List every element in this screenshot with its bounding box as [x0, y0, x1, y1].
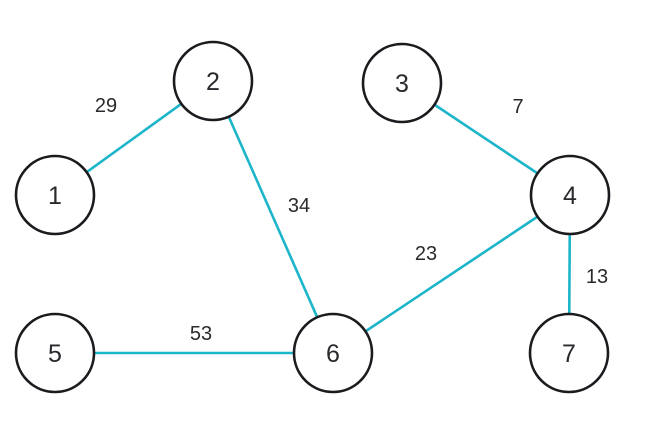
edge-1-2 [85, 102, 183, 174]
edge-3-4 [433, 103, 539, 175]
node-circle-6[interactable] [292, 312, 374, 394]
node-label-1: 1 [48, 182, 62, 210]
edge-1-2-weight-label: 29 [95, 95, 117, 117]
node-circle-2[interactable] [172, 40, 254, 122]
node-label-7: 7 [562, 340, 576, 368]
edge-2-6-weight-label: 34 [288, 195, 310, 217]
node-circle-7[interactable] [528, 312, 610, 394]
graph-node-6[interactable]: 6 [292, 312, 374, 394]
node-label-2: 2 [206, 68, 220, 96]
node-circle-3[interactable] [361, 42, 443, 124]
graph-node-2[interactable]: 2 [172, 40, 254, 122]
edge-4-6-weight-label: 23 [415, 243, 437, 265]
graph-node-5[interactable]: 5 [14, 312, 96, 394]
graph-node-7[interactable]: 7 [528, 312, 610, 394]
edge-2-6 [227, 116, 319, 318]
edge-5-6-weight-label: 53 [190, 323, 212, 345]
node-label-5: 5 [48, 340, 62, 368]
edge-4-7-weight-label: 13 [586, 266, 608, 288]
edge-weights-group: 29 34 7 23 13 53 [95, 95, 608, 345]
edge-3-4-weight-label: 7 [512, 96, 523, 118]
graph-node-4[interactable]: 4 [529, 154, 611, 236]
edges-group [85, 102, 572, 355]
node-circle-5[interactable] [14, 312, 96, 394]
graph-node-1[interactable]: 1 [14, 154, 96, 236]
edge-4-7 [567, 233, 572, 315]
node-circle-4[interactable] [529, 154, 611, 236]
node-label-3: 3 [395, 70, 409, 98]
graph-node-3[interactable]: 3 [361, 42, 443, 124]
node-label-4: 4 [563, 182, 577, 210]
node-circle-1[interactable] [14, 154, 96, 236]
edge-4-6 [364, 215, 539, 333]
node-label-6: 6 [326, 340, 340, 368]
